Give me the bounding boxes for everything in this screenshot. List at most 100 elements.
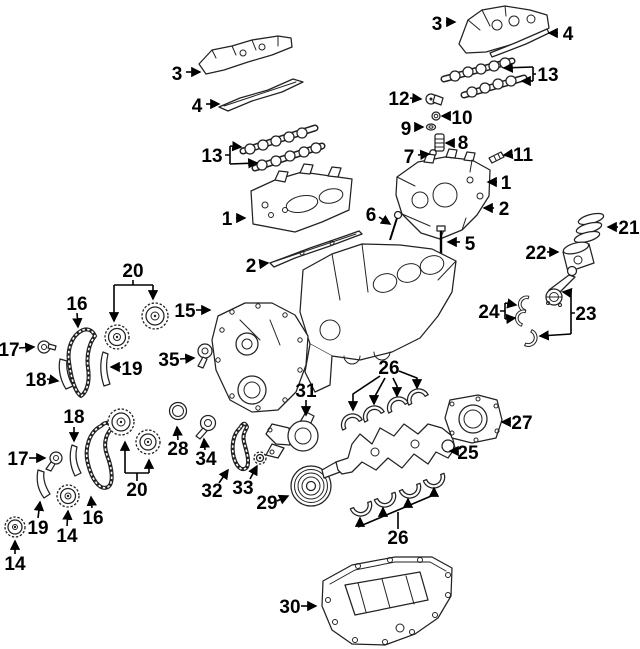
callout-valve-retainer[interactable]: 9 (401, 119, 425, 140)
callout-right-cylinder-head[interactable]: 1 (486, 173, 512, 194)
callout-front-cover[interactable]: 15 (174, 301, 212, 322)
callout-label[interactable]: 29 (256, 493, 277, 514)
callout-label[interactable]: 16 (66, 294, 87, 315)
callout-rod-bearings[interactable]: 24 (478, 298, 518, 325)
callout-rear-main-seal[interactable]: 27 (500, 413, 533, 434)
callout-label[interactable]: 18 (25, 370, 46, 391)
callout-label[interactable]: 21 (618, 218, 640, 239)
callout-label[interactable]: 32 (201, 481, 222, 502)
callout-label[interactable]: 20 (126, 480, 147, 501)
callout-label[interactable]: 35 (158, 350, 180, 371)
callout-label[interactable]: 27 (511, 413, 532, 434)
callout-label[interactable]: 10 (451, 108, 472, 129)
callout-timing-chain-lower[interactable]: 16 (82, 495, 104, 529)
callout-oil-pump[interactable]: 31 (295, 381, 317, 417)
callout-chain-guide-lower[interactable]: 18 (63, 407, 85, 443)
callout-label[interactable]: 13 (537, 65, 558, 86)
callout-label[interactable]: 26 (378, 358, 399, 379)
right-cylinder-head (395, 148, 491, 240)
callout-primary-tensioner[interactable]: 34 (195, 437, 217, 470)
callout-label[interactable]: 17 (0, 340, 20, 361)
callout-idler-sprocket[interactable]: 33 (232, 464, 258, 499)
callout-valve[interactable]: 6 (366, 205, 392, 226)
callout-label[interactable]: 4 (192, 96, 203, 117)
callout-front-crank-seal[interactable]: 28 (167, 425, 189, 460)
callout-label[interactable]: 1 (501, 173, 512, 194)
callout-label[interactable]: 2 (246, 256, 257, 277)
callout-label[interactable]: 26 (387, 528, 408, 549)
callout-label[interactable]: 15 (174, 301, 196, 322)
callout-right-head-gasket[interactable]: 2 (482, 199, 510, 220)
timing-chain-lower (84, 420, 114, 490)
callout-label[interactable]: 6 (366, 205, 377, 226)
callout-label[interactable]: 1 (222, 209, 233, 230)
callout-chain-tensioner-upper[interactable]: 17 (0, 340, 36, 361)
callout-label[interactable]: 19 (121, 359, 142, 380)
callout-cam-sprockets-lower[interactable]: 20 (119, 440, 155, 501)
callout-chain-guide-lower-b[interactable]: 19 (27, 500, 49, 539)
callout-label[interactable]: 28 (167, 439, 188, 460)
callout-valve-keeper[interactable]: 10 (440, 108, 473, 129)
callout-label[interactable]: 20 (122, 261, 143, 282)
callout-label[interactable]: 11 (513, 145, 534, 166)
callout-label[interactable]: 31 (295, 381, 317, 402)
callout-label[interactable]: 7 (404, 147, 415, 168)
callout-head-bolt[interactable]: 5 (446, 234, 476, 255)
callout-left-camshafts[interactable]: 13 (201, 141, 259, 169)
callout-right-valve-cover-gasket[interactable]: 4 (547, 24, 574, 45)
callout-crankshaft-pulley[interactable]: 29 (256, 493, 290, 514)
callout-secondary-tensioner[interactable]: 35 (158, 350, 196, 371)
callout-primary-chain[interactable]: 32 (201, 468, 229, 502)
callout-label[interactable]: 4 (563, 24, 574, 45)
callout-chain-guide-upper[interactable]: 18 (25, 370, 60, 391)
callout-crank-sprocket[interactable]: 14 (56, 509, 78, 547)
callout-label[interactable]: 22 (525, 243, 546, 264)
engine-block (299, 243, 457, 393)
callout-label[interactable]: 3 (172, 64, 183, 85)
callout-crankshaft[interactable]: 25 (448, 443, 479, 464)
callout-label[interactable]: 25 (457, 443, 479, 464)
callout-piston[interactable]: 22 (525, 243, 560, 264)
callout-mount-stud[interactable]: 11 (502, 145, 534, 166)
callout-label[interactable]: 12 (388, 89, 409, 110)
callout-label[interactable]: 33 (232, 478, 253, 499)
callout-label[interactable]: 14 (4, 554, 26, 575)
callout-left-head-gasket[interactable]: 2 (246, 256, 270, 277)
callout-label[interactable]: 5 (465, 234, 476, 255)
callout-valve-seal[interactable]: 7 (404, 147, 431, 168)
callout-valve-spring[interactable]: 8 (444, 133, 469, 154)
callout-label[interactable]: 24 (478, 302, 500, 323)
callout-oil-pan[interactable]: 30 (279, 597, 318, 618)
callout-right-valve-cover[interactable]: 3 (432, 14, 457, 35)
callout-chain-guide-upper-b[interactable]: 19 (109, 359, 143, 380)
callout-label[interactable]: 18 (63, 407, 84, 428)
main-bearings-upper (336, 384, 429, 431)
callout-left-cylinder-head[interactable]: 1 (222, 209, 247, 230)
callout-label[interactable]: 3 (432, 14, 443, 35)
right-camshafts (440, 57, 528, 99)
callout-label[interactable]: 19 (27, 518, 48, 539)
callout-connecting-rod[interactable]: 23 (538, 287, 597, 341)
callout-main-bearings-upper[interactable]: 26 (347, 358, 423, 412)
callout-label[interactable]: 30 (279, 597, 300, 618)
callout-label[interactable]: 16 (82, 508, 103, 529)
callout-left-valve-cover-gasket[interactable]: 4 (192, 96, 221, 117)
callout-cam-sprockets-upper[interactable]: 20 (108, 261, 159, 323)
callout-label[interactable]: 8 (458, 133, 469, 154)
callout-label[interactable]: 23 (575, 304, 596, 325)
callout-label[interactable]: 17 (7, 449, 28, 470)
callout-camshaft-actuator[interactable]: 12 (388, 89, 423, 110)
callout-timing-chain-upper[interactable]: 16 (66, 294, 88, 329)
callout-chain-tensioner-lower[interactable]: 17 (7, 449, 47, 470)
callout-label[interactable]: 34 (195, 449, 217, 470)
callout-left-valve-cover[interactable]: 3 (172, 64, 202, 85)
callout-label[interactable]: 13 (201, 146, 222, 167)
callout-crank-sprocket-b[interactable]: 14 (4, 539, 26, 575)
callout-piston-rings[interactable]: 21 (606, 218, 640, 239)
callout-main-bearings-lower[interactable]: 26 (354, 486, 440, 549)
valve-spring (434, 133, 445, 152)
callout-right-camshafts[interactable]: 13 (502, 62, 559, 87)
callout-label[interactable]: 14 (56, 526, 78, 547)
callout-label[interactable]: 9 (401, 119, 412, 140)
callout-label[interactable]: 2 (499, 199, 510, 220)
